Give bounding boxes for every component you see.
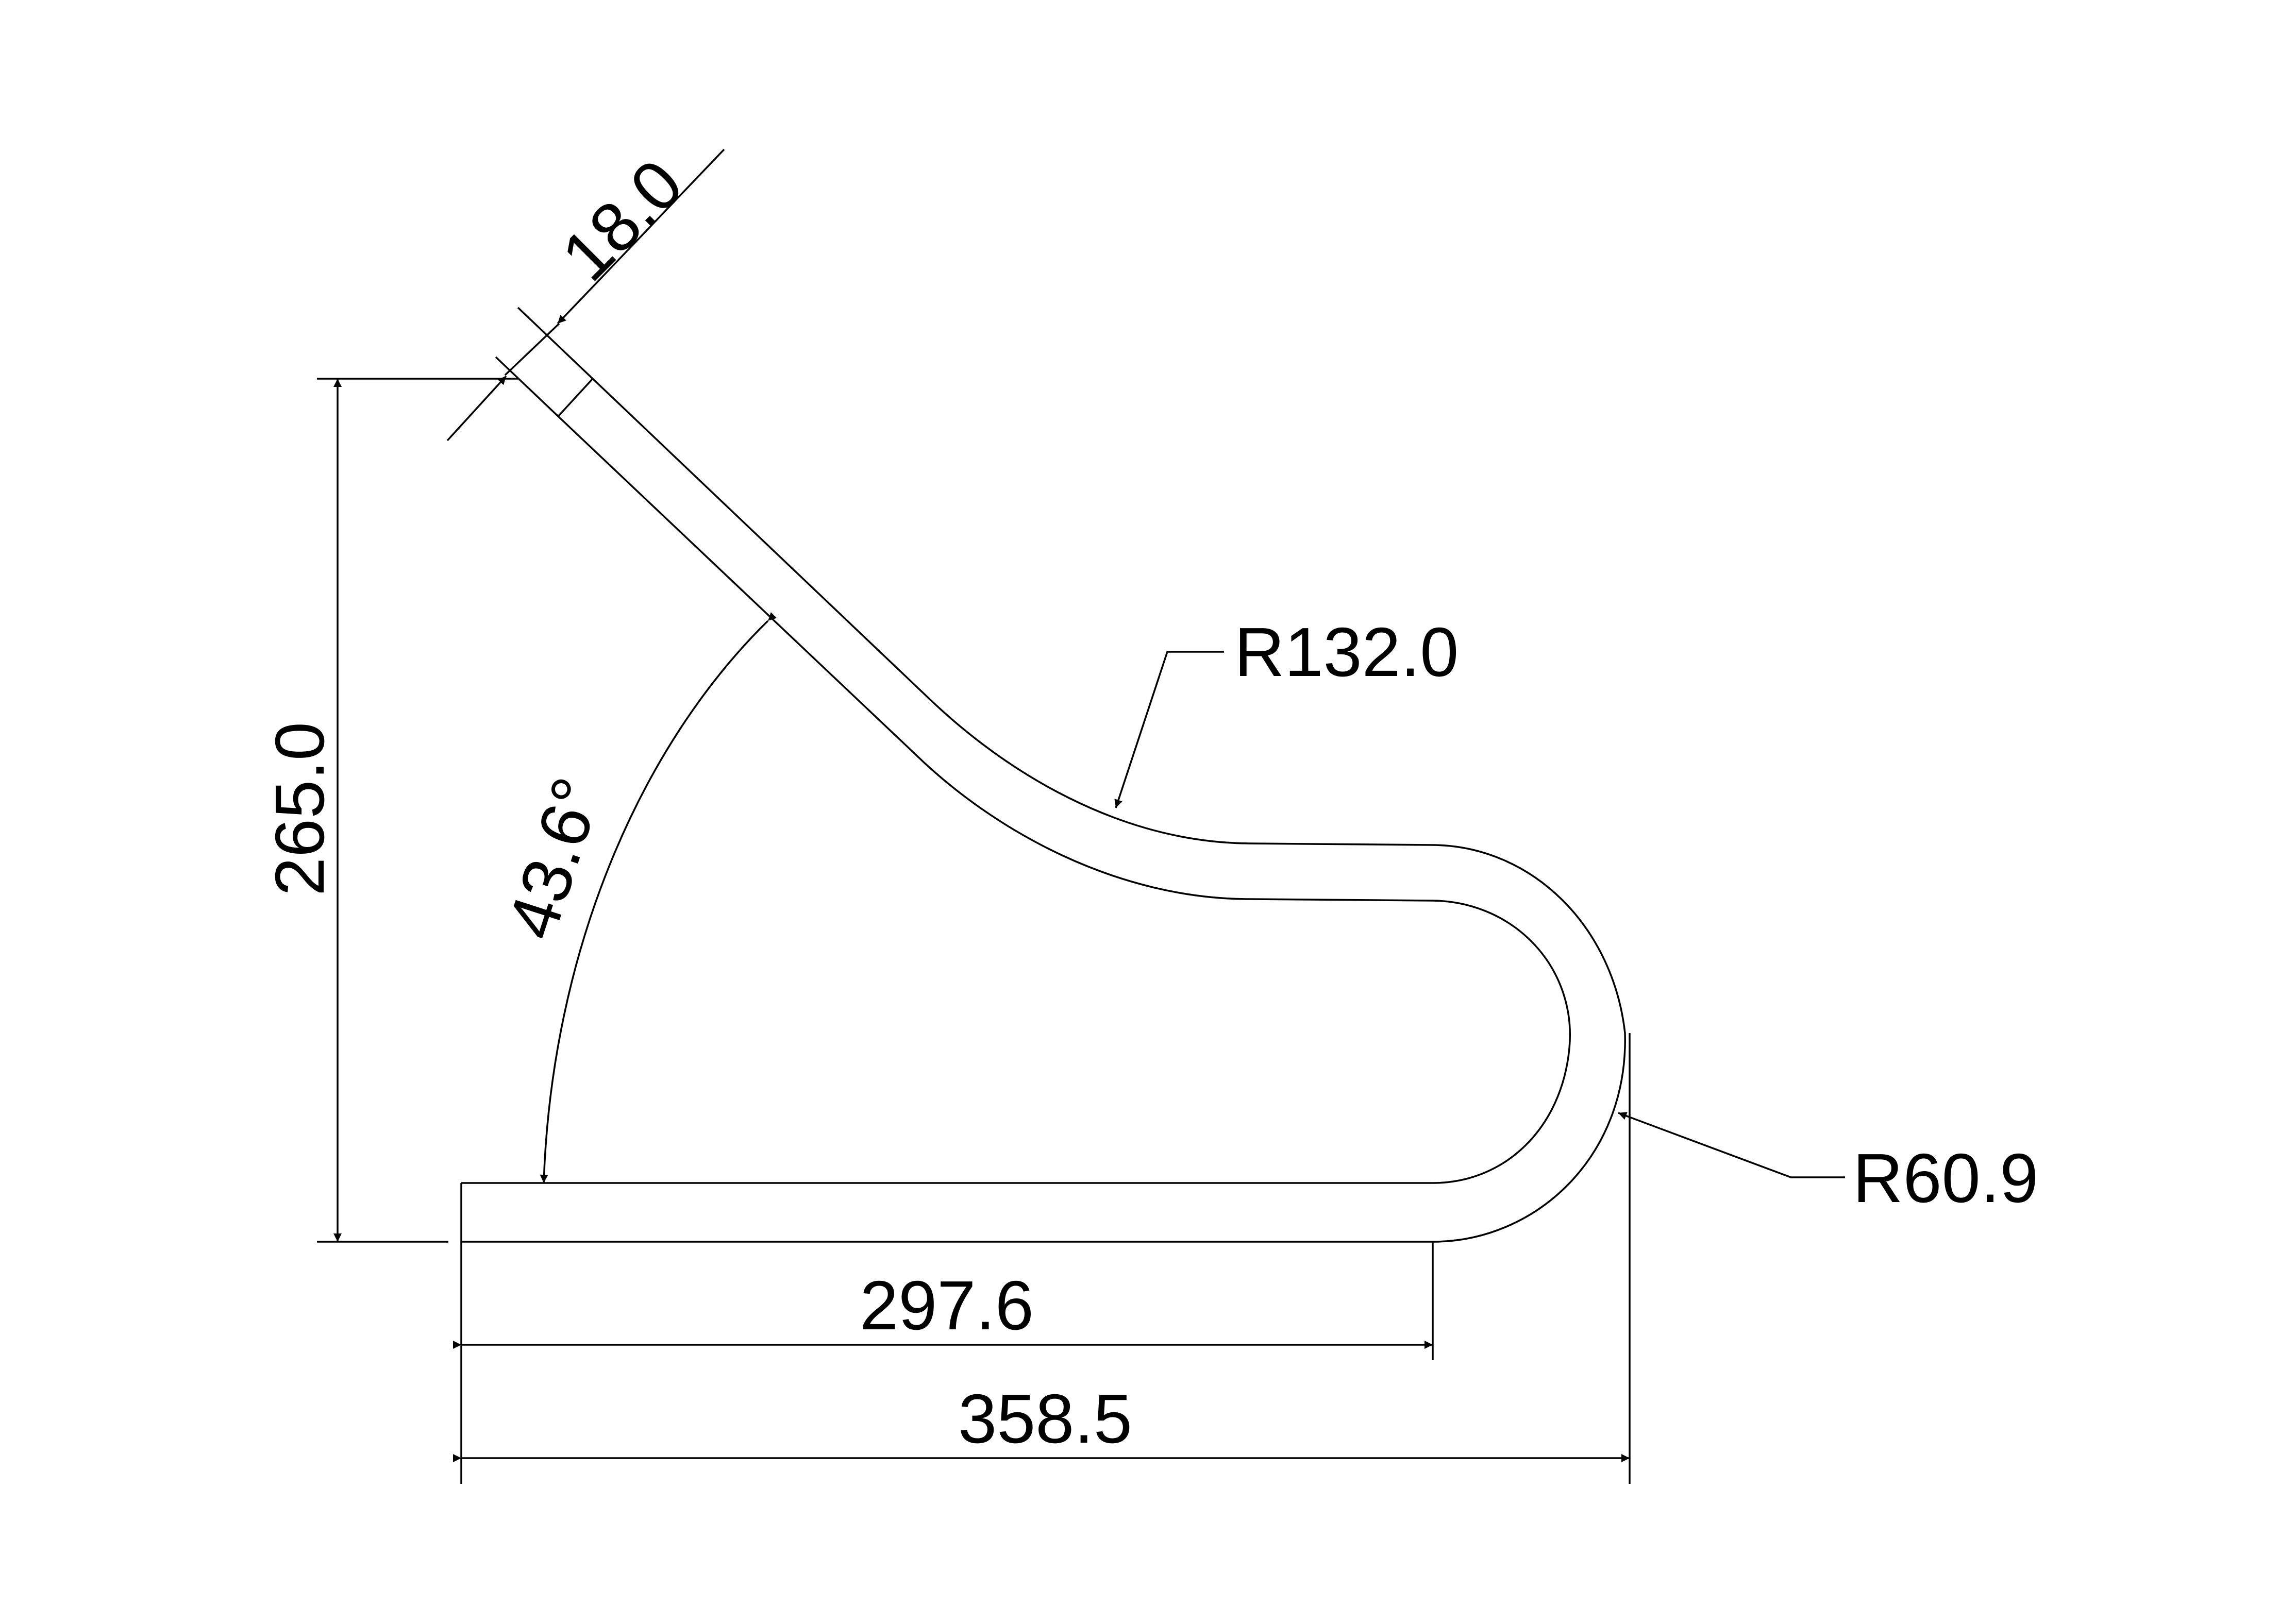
angle-dimension: 43.6° [492, 612, 777, 1184]
thickness-ext-line-2 [495, 356, 559, 417]
thickness-tick [504, 323, 560, 376]
angle-arc [540, 612, 777, 1184]
part-outline [460, 378, 1626, 1243]
part-outer-edge [460, 378, 1626, 1243]
large-radius-label: R132.0 [1234, 613, 1459, 691]
thickness-leader-lower [446, 375, 507, 442]
thickness-leader-upper [557, 148, 725, 325]
height-dimension: 265.0 [261, 378, 518, 1243]
inner-length-dimension: 297.6 [453, 1242, 1434, 1484]
small-radius-callout: R60.9 [1618, 1112, 2038, 1217]
large-radius-callout: R132.0 [1114, 613, 1459, 808]
overall-length-label: 358.5 [958, 1380, 1132, 1458]
large-radius-leader [1114, 651, 1224, 808]
small-radius-label: R60.9 [1853, 1139, 2038, 1217]
angle-label: 43.6° [492, 769, 616, 948]
part-inner-edge [461, 415, 1571, 1184]
height-label: 265.0 [261, 722, 339, 896]
thickness-ext-line-1 [517, 307, 594, 380]
overall-length-dimension: 358.5 [453, 1033, 1631, 1484]
thickness-dimension: 18.0 [446, 145, 725, 442]
small-radius-leader [1618, 1112, 1845, 1178]
part-end-cap [557, 378, 594, 417]
thickness-label: 18.0 [547, 145, 698, 296]
inner-length-label: 297.6 [860, 1266, 1034, 1344]
